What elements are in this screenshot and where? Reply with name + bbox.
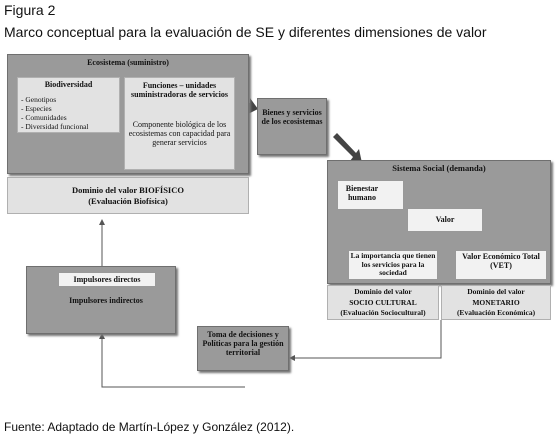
- impulsores-indirectos-text: Impulsores indirectos: [69, 296, 143, 305]
- figure-source: Fuente: Adaptado de Martín-López y Gonzá…: [4, 420, 295, 434]
- biodiversidad-list: - Genotipos - Especies - Comunidades - D…: [21, 95, 119, 131]
- arrow-social-to-toma: [289, 320, 442, 361]
- valor-box: [407, 208, 483, 232]
- dominio-sociocultural-line3: (Evaluación Sociocultural): [340, 308, 426, 317]
- funciones-title: Funciones – unidades suministradoras de …: [131, 81, 228, 100]
- dominio-sociocultural-box: [327, 285, 439, 320]
- bienes-box: [257, 98, 327, 155]
- toma-decisiones-text: Toma de decisiones y Políticas para la g…: [202, 330, 284, 358]
- dominio-monetario-line1: Dominio del valor: [467, 287, 525, 296]
- impulsores-directos-box: [58, 272, 156, 287]
- biodiversidad-item: - Especies: [21, 104, 52, 113]
- funciones-box: [124, 77, 235, 170]
- dominio-monetario-line2: MONETARIO: [472, 298, 520, 307]
- biodiversidad-title: Biodiversidad: [44, 80, 93, 89]
- biodiversidad-item: - Genotipos: [21, 95, 57, 104]
- importancia-box: [348, 250, 438, 280]
- arrow-toma-to-impulsores: [99, 333, 245, 388]
- figure-label: Figura 2: [4, 2, 56, 18]
- valor-text: Valor: [435, 215, 455, 224]
- biodiversidad-item: - Comunidades: [21, 113, 67, 122]
- vet-text: Valor Económico Total (VET): [462, 252, 540, 271]
- ecosistema-title: Ecosistema (suministro): [87, 58, 169, 67]
- dominio-sociocultural-line2: SOCIO CULTURAL: [349, 298, 417, 307]
- bienestar-box: [337, 180, 404, 210]
- biodiversidad-box: [17, 77, 120, 133]
- funciones-desc: Componente biológica de los ecosistemas …: [128, 120, 231, 148]
- bienestar-text: Bienestar humano: [345, 184, 379, 203]
- dominio-monetario-line3: (Evaluación Económica): [456, 308, 536, 317]
- figure-title: Marco conceptual para la evaluación de S…: [4, 24, 487, 40]
- dominio-biofisico-box: [7, 177, 249, 214]
- dominio-monetario-box: [441, 285, 551, 320]
- bienes-text: Bienes y servicios de los ecosistemas: [261, 108, 323, 127]
- dominio-sociocultural-line1: Dominio del valor: [354, 287, 412, 296]
- impulsores-directos-text: Impulsores directos: [73, 275, 141, 284]
- vet-box: [455, 250, 547, 280]
- sistema-social-title: Sistema Social (demanda): [392, 163, 486, 173]
- dominio-biofisico-line1: Dominio del valor BIOFÍSICO: [71, 185, 184, 195]
- thick-arrow-bienes-to-social: [333, 133, 362, 163]
- biodiversidad-item: - Diversidad funcional: [21, 122, 89, 131]
- dominio-biofisico-line2: (Evaluación Biofísica): [88, 196, 168, 206]
- toma-decisiones-box: [197, 326, 289, 371]
- importancia-text: La importancia que tienen los servicios …: [350, 251, 436, 278]
